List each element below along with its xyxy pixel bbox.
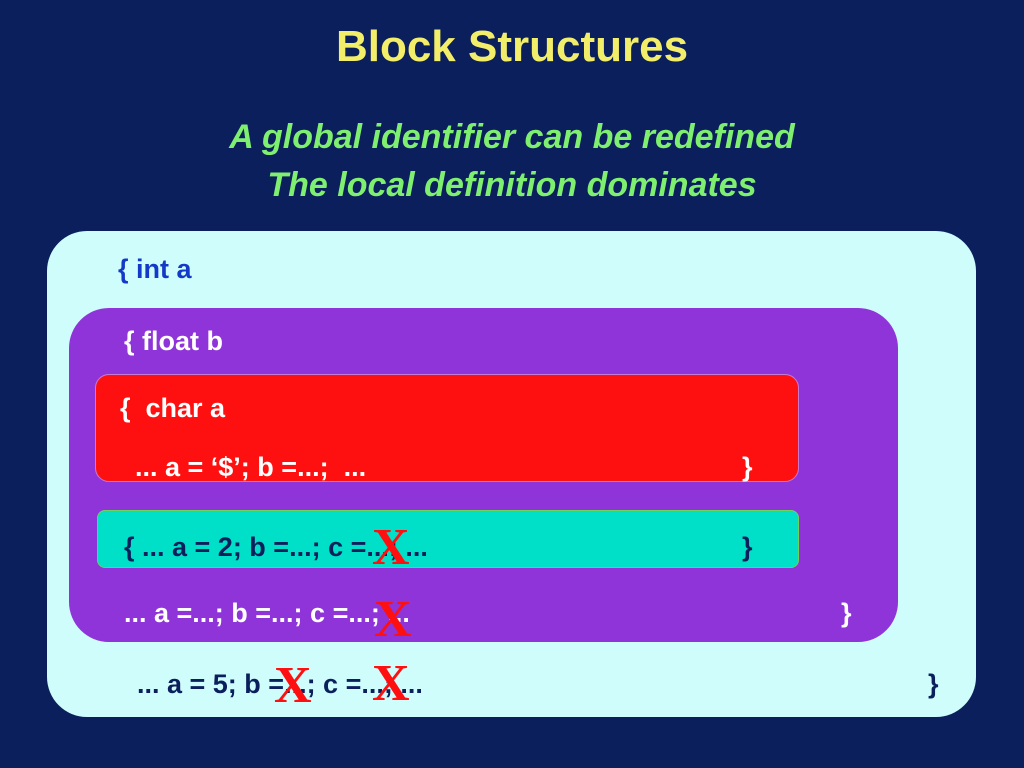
inner-block-1 <box>95 374 799 482</box>
error-x-mark: X <box>374 591 412 648</box>
error-x-mark: X <box>372 519 410 576</box>
subtitle-line-1: A global identifier can be redefined <box>229 118 795 156</box>
middle-block-body: ... a =...; b =...; c =...; ... <box>124 598 410 628</box>
subtitle-line-2: The local definition dominates <box>267 166 757 204</box>
middle-block-open: { float b <box>124 326 223 356</box>
outer-block-close: } <box>928 669 939 699</box>
outer-block-open: { int a <box>118 254 192 284</box>
inner-block-1-open: { char a <box>120 393 226 423</box>
inner-block-1-body: ... a = ‘$’; b =...; ... <box>135 452 367 482</box>
error-x-mark: X <box>274 657 312 714</box>
error-x-mark: X <box>372 655 410 712</box>
middle-block-close: } <box>841 598 852 628</box>
outer-block-body: ... a = 5; b =...; c =...; ... <box>137 669 423 699</box>
inner-block-2 <box>97 510 799 568</box>
inner-block-2-close: } <box>742 532 753 562</box>
inner-block-1-close: } <box>742 452 753 482</box>
inner-block-2-body: { ... a = 2; b =...; c =...; ... <box>124 532 428 562</box>
slide-title: Block Structures <box>335 22 689 71</box>
